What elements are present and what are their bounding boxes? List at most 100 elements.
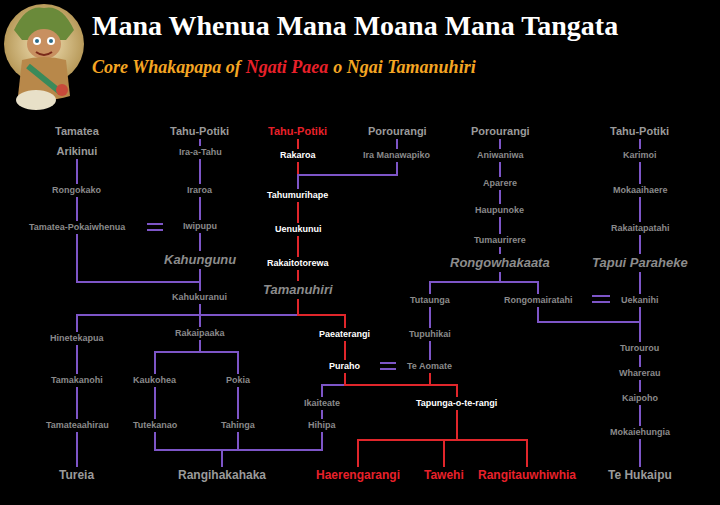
name-text: Ira-a-Tahu [179, 147, 222, 158]
lineage-line [500, 272, 538, 294]
person-name: Uekanihi [621, 295, 659, 306]
person-name: Tamatea-Pokaiwhenua [29, 222, 125, 233]
name-text: Rakaroa [280, 150, 316, 161]
lineage-line [298, 299, 345, 328]
person-name: Rakaitotorewa [267, 258, 329, 269]
name-text: Hihipa [308, 420, 336, 431]
name-text: Kahukuranui [172, 292, 227, 303]
name-text: Tapunga-o-te-rangi [416, 398, 497, 409]
lineage-line [76, 432, 78, 467]
name-text: Tahinga [221, 420, 255, 431]
name-text: Tamanuhiri [263, 282, 333, 298]
name-text: Uekanihi [621, 295, 659, 306]
name-text: Tamakanohi [51, 375, 103, 386]
person-name: Ira Manawapiko [363, 150, 430, 161]
name-text: Wharerau [619, 368, 661, 379]
name-text: Rakaipaaka [175, 328, 225, 339]
person-name: Rongomairatahi [504, 295, 573, 306]
name-text: Rangitauwhiwhia [478, 468, 576, 482]
name-text: Ira Manawapiko [363, 150, 430, 161]
name-text: Rongokako [52, 185, 101, 196]
lineage-line [199, 233, 201, 251]
name-text: Kahungunu [164, 252, 236, 268]
person-name: Rangihakahaka [178, 468, 266, 482]
name-text: Rongomairatahi [504, 295, 573, 306]
person-name: Ira-a-Tahu [179, 147, 222, 158]
person-name: Aparere [483, 178, 517, 189]
name-text: Pokia [226, 375, 250, 386]
lineage-line [344, 341, 346, 360]
person-name: Pokia [226, 375, 250, 386]
page-title: Mana Whenua Mana Moana Mana Tangata [92, 10, 618, 42]
person-name: Kaukohea [133, 375, 176, 386]
name-text: Arikinui [55, 145, 99, 158]
name-text: Tahumurihape [267, 190, 328, 201]
name-text: Porourangi [368, 125, 427, 138]
lineage-line [358, 410, 457, 467]
person-name: Karimoi [623, 150, 657, 161]
person-name: Rakaroa [280, 150, 316, 161]
person-name: Rakaipaaka [175, 328, 225, 339]
person-name: Tutaunga [410, 295, 450, 306]
lineage-line [238, 432, 322, 450]
person-name: Tahu-Potiki [170, 125, 229, 138]
tiki-figure [4, 4, 84, 110]
person-name: Puraho [329, 361, 360, 372]
lineage-line [396, 139, 398, 149]
name-text: Mokaiehungia [610, 427, 670, 438]
name-text: Hinetekapua [50, 333, 104, 344]
lineage-line [639, 355, 641, 367]
person-name: Tawehi [424, 468, 464, 482]
name-text: Tupuhikai [409, 329, 451, 340]
lineage-line [499, 162, 501, 177]
name-text: Tahu-Potiki [268, 125, 327, 138]
lineage-line [499, 190, 501, 204]
name-text: Tahu-Potiki [170, 125, 229, 138]
name-text: Kaipoho [622, 393, 658, 404]
person-name: Rakaitapatahi [611, 223, 670, 234]
name-text: Te Hukaipu [608, 468, 672, 482]
person-name: Paeaterangi [319, 329, 370, 340]
lineage-line [430, 272, 500, 294]
lineage-line [155, 340, 200, 374]
name-text: Haerengarangi [316, 468, 400, 482]
person-name: Ikaiteate [304, 398, 340, 409]
lineage-line [538, 307, 640, 342]
lineage-line [639, 162, 641, 184]
person-name: Tahu-Potiki [268, 125, 327, 138]
name-text: Tumaurirere [474, 235, 526, 246]
name-text: Tamatea-Pokaiwhenua [29, 222, 125, 233]
lineage-line [499, 139, 501, 149]
name-text: Iwipupu [183, 221, 217, 232]
lineage-line [639, 307, 641, 342]
lineage-line [76, 345, 78, 374]
lineage-line [76, 197, 78, 221]
lineage-line [199, 197, 201, 220]
lineage-line [77, 304, 200, 332]
name-text: Rongowhakaata [450, 255, 550, 271]
subtitle-text: Core Whakapapa of [92, 57, 241, 77]
title-text: Mana Whenua Mana Moana Mana Tangata [92, 10, 618, 41]
person-name: Tamakanohi [51, 375, 103, 386]
name-text: Tawehi [424, 468, 464, 482]
person-name: TamateaArikinui [55, 125, 99, 158]
name-text: Turourou [620, 343, 659, 354]
name-text: Kaukohea [133, 375, 176, 386]
name-text: Tapui Paraheke [592, 255, 688, 271]
lineage-line [429, 341, 431, 360]
lineage-line [345, 373, 457, 397]
person-name: Rongowhakaata [450, 255, 550, 271]
lineage-line [639, 439, 641, 467]
name-text: Paeaterangi [319, 329, 370, 340]
lineage-line [457, 410, 527, 467]
lineage-line [639, 197, 641, 222]
name-text: Puraho [329, 361, 360, 372]
person-name: Iwipupu [183, 221, 217, 232]
lineage-line [297, 270, 299, 281]
person-name: Aniwaniwa [477, 150, 524, 161]
person-name: Porourangi [368, 125, 427, 138]
person-name: Tupuhikai [409, 329, 451, 340]
lineage-line [76, 387, 78, 419]
person-name: Tutekanao [133, 420, 177, 431]
